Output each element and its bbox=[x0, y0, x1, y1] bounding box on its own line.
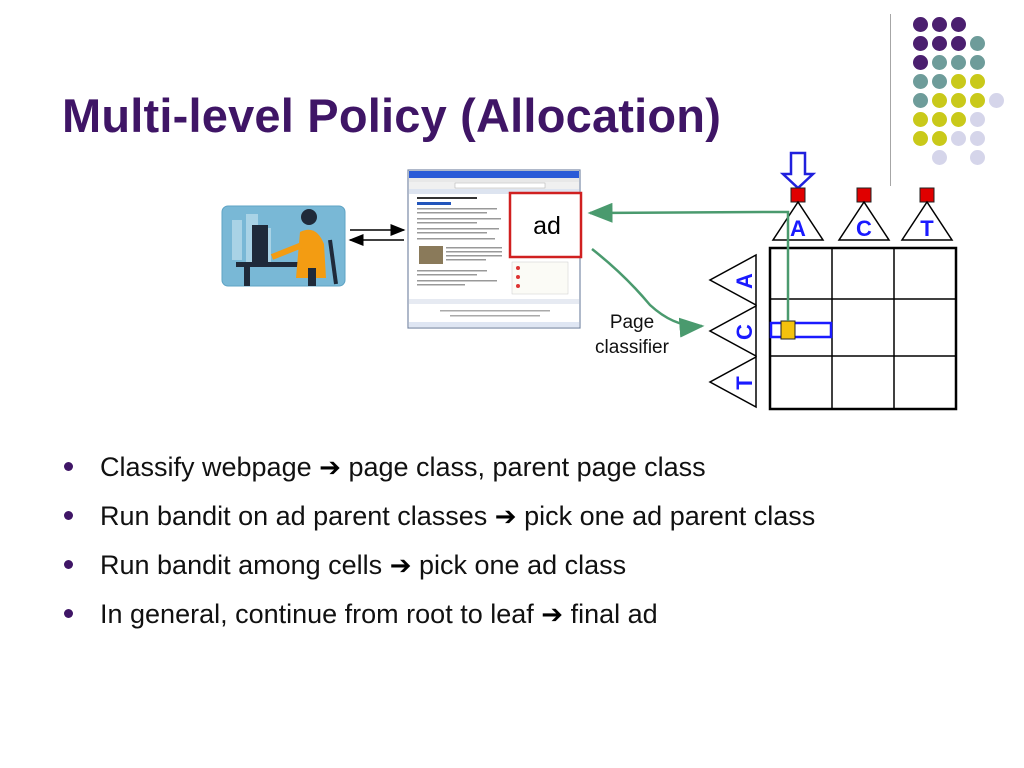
dot bbox=[989, 93, 1004, 108]
dot bbox=[932, 17, 947, 32]
dot bbox=[932, 112, 947, 127]
dot bbox=[951, 131, 966, 146]
dot bbox=[951, 93, 966, 108]
class-grid bbox=[768, 246, 958, 411]
dot bbox=[970, 93, 985, 108]
bullet-dot bbox=[64, 609, 73, 618]
selected-cell bbox=[780, 320, 796, 340]
dot bbox=[951, 74, 966, 89]
bullet-text: pick one ad class bbox=[419, 550, 627, 580]
dot bbox=[970, 112, 985, 127]
right-arrow-icon: ➔ bbox=[541, 599, 564, 629]
column-label-c: C bbox=[856, 216, 872, 241]
page-classifier-label: Page classifier bbox=[572, 310, 692, 360]
dot bbox=[932, 150, 947, 165]
dot bbox=[951, 55, 966, 70]
diagram: ad A C T A C T bbox=[221, 151, 958, 411]
dot bbox=[970, 36, 985, 51]
dot bbox=[913, 17, 928, 32]
page-classifier-line-2: classifier bbox=[595, 337, 669, 358]
row-label-t: T bbox=[732, 376, 757, 390]
ad-return-arrow bbox=[587, 202, 790, 321]
dot bbox=[932, 93, 947, 108]
dot bbox=[913, 93, 928, 108]
divider-line bbox=[890, 14, 891, 186]
dot bbox=[970, 131, 985, 146]
row-label-c: C bbox=[732, 324, 757, 340]
bullet-dot bbox=[64, 560, 73, 569]
bullet-item: Run bandit on ad parent classes ➔ pick o… bbox=[62, 499, 962, 533]
webpage-thumbnail bbox=[407, 169, 581, 329]
dot bbox=[932, 131, 947, 146]
dot bbox=[970, 55, 985, 70]
ad-label: ad bbox=[533, 212, 561, 240]
bullet-text: Classify webpage bbox=[100, 452, 312, 482]
dot bbox=[951, 112, 966, 127]
classifier-arrow bbox=[591, 248, 705, 338]
bullet-text: Run bandit among cells bbox=[100, 550, 383, 580]
row-classes: A C T bbox=[708, 253, 757, 409]
selected-row-highlight bbox=[769, 321, 833, 339]
dot bbox=[970, 74, 985, 89]
right-arrow-icon: ➔ bbox=[494, 501, 517, 531]
dot bbox=[913, 55, 928, 70]
right-arrow-icon: ➔ bbox=[319, 452, 341, 482]
ad-slot-box bbox=[508, 191, 583, 259]
column-classes: A C T bbox=[771, 187, 954, 241]
bullet-text: In general, continue from root to leaf bbox=[100, 599, 534, 629]
bullet-text: final ad bbox=[570, 599, 658, 629]
dot bbox=[913, 131, 928, 146]
dot bbox=[913, 112, 928, 127]
column-label-a: A bbox=[790, 216, 806, 241]
bullet-text: pick one ad parent class bbox=[524, 501, 816, 531]
bullet-item: In general, continue from root to leaf ➔… bbox=[62, 597, 962, 631]
user-illustration bbox=[221, 205, 346, 287]
column-label-t: T bbox=[920, 216, 934, 241]
bullet-list: Classify webpage ➔ page class, parent pa… bbox=[62, 450, 962, 646]
dot bbox=[932, 74, 947, 89]
page-classifier-line-1: Page bbox=[609, 312, 655, 333]
dot bbox=[970, 150, 985, 165]
bullet-item: Classify webpage ➔ page class, parent pa… bbox=[62, 450, 962, 484]
dot bbox=[913, 36, 928, 51]
dot bbox=[932, 36, 947, 51]
bullet-dot bbox=[64, 462, 73, 471]
right-arrow-icon: ➔ bbox=[389, 550, 412, 580]
dot bbox=[951, 36, 966, 51]
bullet-item: Run bandit among cells ➔ pick one ad cla… bbox=[62, 548, 962, 582]
dot bbox=[951, 17, 966, 32]
down-arrow-icon bbox=[779, 151, 817, 190]
page-title: Multi-level Policy (Allocation) bbox=[62, 89, 722, 142]
dot bbox=[932, 55, 947, 70]
dot bbox=[913, 74, 928, 89]
bullet-dot bbox=[64, 511, 73, 520]
bullet-text: Run bandit on ad parent classes bbox=[100, 501, 488, 531]
row-label-a: A bbox=[732, 273, 757, 289]
bullet-text: page class, parent page class bbox=[348, 452, 706, 482]
